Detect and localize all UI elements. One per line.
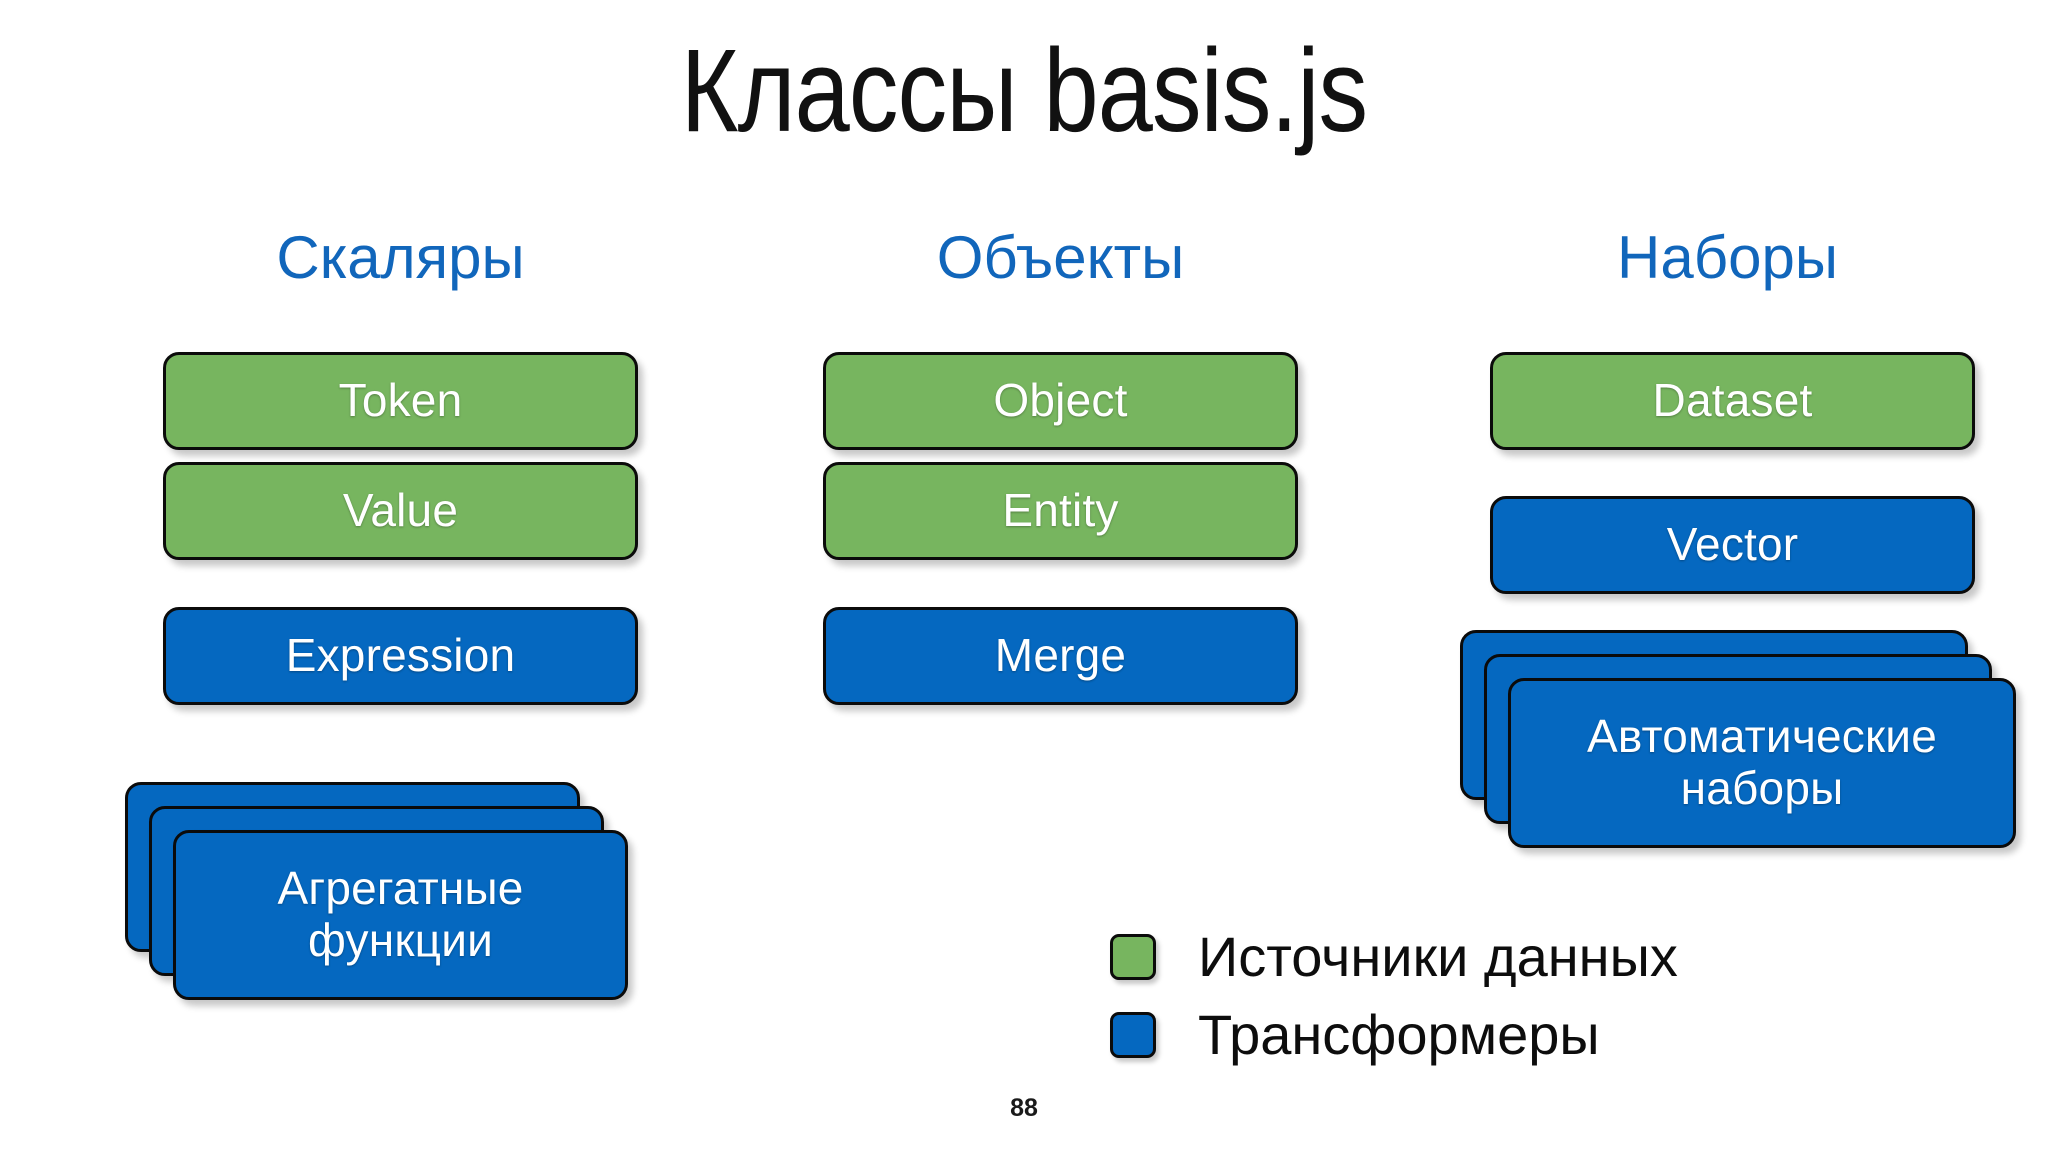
class-box-token[interactable]: Token <box>163 352 638 450</box>
class-box-label: Entity <box>1002 484 1119 537</box>
legend-swatch-green-icon <box>1110 934 1156 980</box>
class-box-label: Expression <box>285 629 516 682</box>
column-header-scalars: Скаляры <box>276 224 525 291</box>
class-box-value[interactable]: Value <box>163 462 638 560</box>
class-box-merge[interactable]: Merge <box>823 607 1298 705</box>
class-box-stack-automatic-datasets[interactable]: Автоматические наборы <box>1460 630 2020 860</box>
column-header-objects: Объекты <box>936 224 1185 291</box>
class-box-label: Token <box>338 374 463 427</box>
legend-item-transformers: Трансформеры <box>1110 996 1678 1074</box>
page-number: 88 <box>1010 1094 1038 1122</box>
stack-layer-front[interactable]: Автоматические наборы <box>1508 678 2016 848</box>
legend-swatch-blue-icon <box>1110 1012 1156 1058</box>
column-header-datasets: Наборы <box>1617 224 1838 291</box>
class-box-label: Object <box>993 374 1128 427</box>
class-box-object[interactable]: Object <box>823 352 1298 450</box>
class-box-label: Merge <box>994 629 1127 682</box>
class-box-label: Vector <box>1666 518 1799 571</box>
legend-item-data-sources: Источники данных <box>1110 918 1678 996</box>
class-box-label: Value <box>342 484 459 537</box>
page-title: Классы basis.js <box>680 25 1368 157</box>
class-box-stack-aggregate-functions[interactable]: Агрегатные функции <box>125 782 670 1012</box>
legend-label: Источники данных <box>1198 925 1678 988</box>
class-box-vector[interactable]: Vector <box>1490 496 1975 594</box>
legend-label: Трансформеры <box>1198 1003 1600 1066</box>
class-box-expression[interactable]: Expression <box>163 607 638 705</box>
class-box-label: Dataset <box>1652 374 1813 427</box>
class-box-label: Агрегатные функции <box>277 862 524 966</box>
class-box-label: Автоматические наборы <box>1587 710 1937 814</box>
legend: Источники данных Трансформеры <box>1110 918 1678 1074</box>
class-box-entity[interactable]: Entity <box>823 462 1298 560</box>
stack-layer-front[interactable]: Агрегатные функции <box>173 830 628 1000</box>
class-box-dataset[interactable]: Dataset <box>1490 352 1975 450</box>
